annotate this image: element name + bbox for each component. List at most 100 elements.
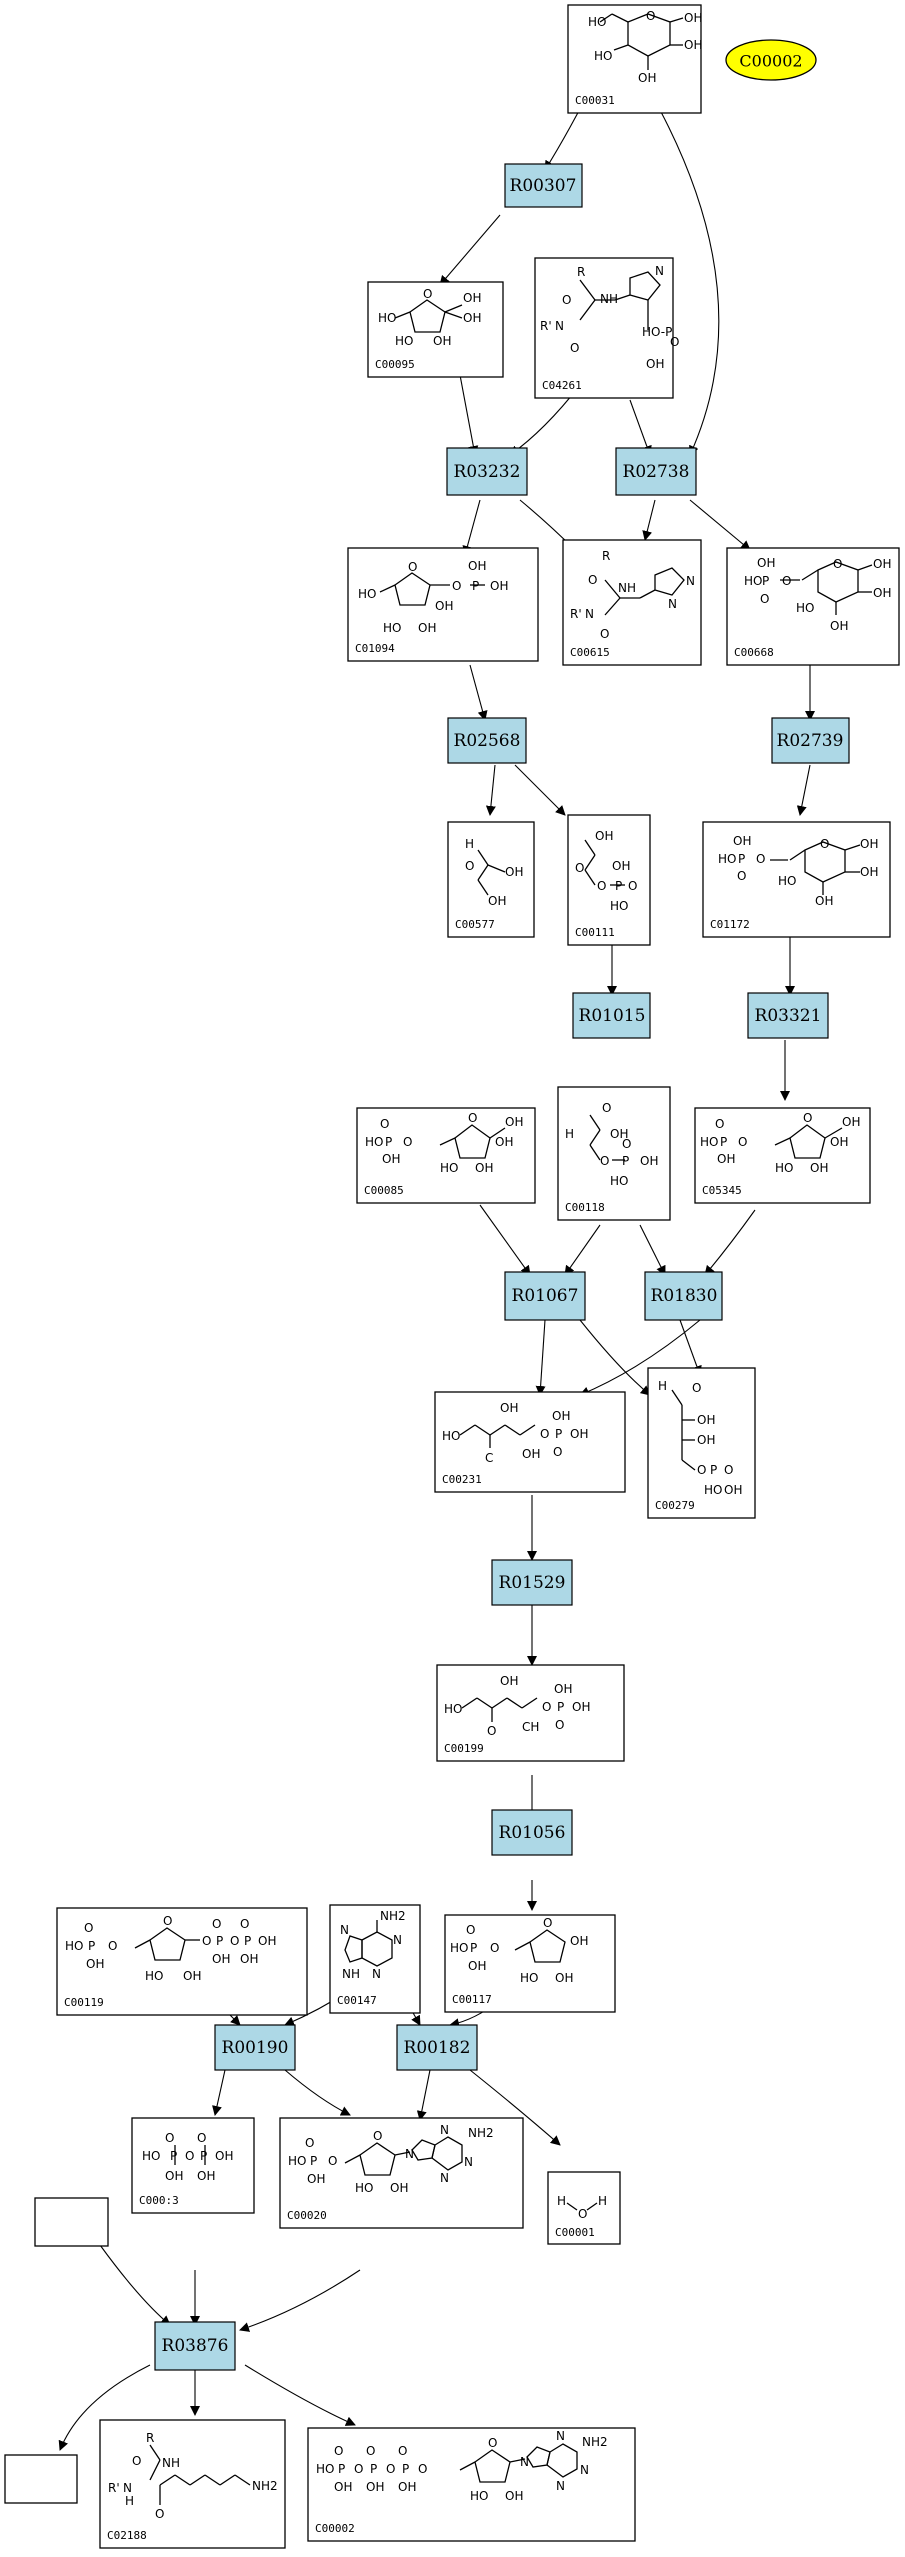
compound-c00147[interactable]: NH2 N N N NH C00147 [329,1904,421,2014]
atom-oh: OH [475,1161,493,1175]
reaction-r01529[interactable]: R01529 [491,1559,573,1606]
reaction-label: R00307 [510,176,577,196]
reaction-r00190[interactable]: R00190 [214,2024,296,2071]
compound-c00577[interactable]: H O OH OH C00577 [447,821,535,938]
atom-o: O [622,1137,631,1151]
empty-compound-box[interactable] [4,2454,78,2504]
reaction-label: R02739 [777,731,844,751]
atom-ho: HO [520,1971,538,1985]
compound-c00111[interactable]: OH O O OH P O HO C00111 [567,814,651,946]
highlight-node-c00002[interactable]: C00002 [725,39,817,81]
compound-c00199[interactable]: HO OH O CH O P OH OH O C00199 [436,1664,625,1762]
highlight-node-label: C00002 [739,52,802,71]
atom-oh: OH [258,1934,276,1948]
reaction-r00307[interactable]: R00307 [504,163,583,208]
compound-id: C000:3 [139,2194,179,2207]
atom-n: N [123,2481,132,2495]
atom-o: O [555,1718,564,1732]
atom-oh: OH [463,291,481,305]
atom-o: O [380,1117,389,1131]
compound-c00231[interactable]: HO OH C OH O P OH OH O C00231 [434,1391,626,1493]
compound-c00279[interactable]: H O OH OH O P O HO OH C00279 [647,1367,756,1519]
compound-c04261[interactable]: R O NH R' N O N HO-P O OH C04261 [534,257,679,399]
atom-p: P [615,879,622,893]
atom-p: P [622,1154,629,1168]
atom-ho: HO [610,899,628,913]
atom-p: P [216,1934,223,1948]
atom-o: O [423,287,432,301]
atom-o: O [738,1135,747,1149]
atom-oh: OH [830,619,848,633]
atom-oh: OH [640,1154,658,1168]
reaction-r02738[interactable]: R02738 [615,447,697,496]
atom-n: N [393,1933,402,1947]
atom-c: C [485,1451,493,1465]
atom-oh: OH [815,894,833,908]
fructose-structure [394,299,463,333]
compound-c00031[interactable]: O HO OH OH HO OH C00031 [567,4,702,114]
compound-c02188[interactable]: R O NH R' N H O NH2 C02188 [99,2419,286,2549]
reaction-r03321[interactable]: R03321 [747,992,829,1039]
beta-glucose-6-phosphate-structure [770,841,861,895]
compound-c01094[interactable]: O O P OH OH HO OH HO OH C01094 [347,547,539,662]
compound-c00020[interactable]: HO P O O OH O N N NH2 N N HO OH C00020 [279,2117,524,2229]
compound-c00001[interactable]: H O H C00001 [547,2171,621,2245]
reaction-r01015[interactable]: R01015 [572,992,651,1039]
compound-c00668[interactable]: HO P O OH O O OH OH HO OH C00668 [726,547,900,666]
atom-p: P [555,1427,562,1441]
compound-c00615[interactable]: R O NH R' N O N N C00615 [562,539,702,666]
atom-ho: HO [775,1161,793,1175]
reaction-r02739[interactable]: R02739 [771,717,850,764]
atom-o: O [600,1154,609,1168]
atom-ho: HO [444,1702,462,1716]
reaction-r00182[interactable]: R00182 [396,2024,478,2071]
atom-h: H [565,1127,574,1141]
atom-n: N [464,2155,473,2169]
atom-o: O [403,1135,412,1149]
atom-oh: OH [717,1152,735,1166]
reaction-label: R01529 [499,1573,566,1593]
atom-ho: HO [718,852,736,866]
compound-c00095[interactable]: O HO OH OH HO OH C00095 [367,281,504,378]
compound-c00117[interactable]: HO P O O OH O OH HO OH C00117 [444,1914,616,2013]
compound-c01172[interactable]: HO P O OH O O OH OH HO OH C01172 [702,821,891,938]
compound-c00002[interactable]: HO P O P O P O O O O OH OH OH O N N NH2 … [307,2427,636,2542]
atom-ho: HO [700,1135,718,1149]
glucose-6-phosphate-structure [780,561,873,615]
atom-o: O [452,579,461,593]
atom-o: O [578,2207,587,2221]
atom-p: P [470,1941,477,1955]
reaction-r02568[interactable]: R02568 [447,717,527,764]
reaction-r01056[interactable]: R01056 [491,1809,573,1856]
atom-ho: HO [65,1939,83,1953]
reaction-r03232[interactable]: R03232 [446,447,528,496]
atom-ho-p: HO-P [642,325,672,339]
atom-o: O [490,1941,499,1955]
protein-histidine-structure [604,567,685,616]
reaction-label: R01015 [579,1006,646,1026]
atom-oh: OH [572,1700,590,1714]
reaction-r01830[interactable]: R01830 [644,1271,723,1321]
empty-compound-box[interactable] [34,2197,109,2247]
atom-oh: OH [757,556,775,570]
atom-o: O [408,560,417,574]
atom-oh: OH [390,2181,408,2195]
atom-oh: OH [505,2489,523,2503]
compound-c00013[interactable]: HO P O P OH O O OH OH C000:3 [131,2117,255,2214]
atom-p: P [170,2149,177,2163]
atom-oh: OH [505,1115,523,1129]
compound-c00118[interactable]: O H OH O P OH HO O C00118 [557,1086,671,1221]
reaction-r01067[interactable]: R01067 [504,1271,586,1321]
compound-c05345[interactable]: HO P O O OH O OH OH HO OH C05345 [694,1107,871,1204]
diphosphate-structure [174,2145,206,2165]
atom-o: O [328,2154,337,2168]
atom-o: O [197,2131,206,2145]
compound-c00119[interactable]: HO P O O OH O O P O P OH O O OH OH HO OH… [56,1907,308,2016]
atom-oh: OH [733,834,751,848]
reaction-r03876[interactable]: R03876 [154,2321,236,2371]
compound-id: C00111 [575,926,615,939]
atom-nh: NH [342,1967,360,1981]
compound-c00085[interactable]: HO P O O OH O OH OH HO OH C00085 [356,1107,536,1204]
atom-oh: OH [570,1934,588,1948]
